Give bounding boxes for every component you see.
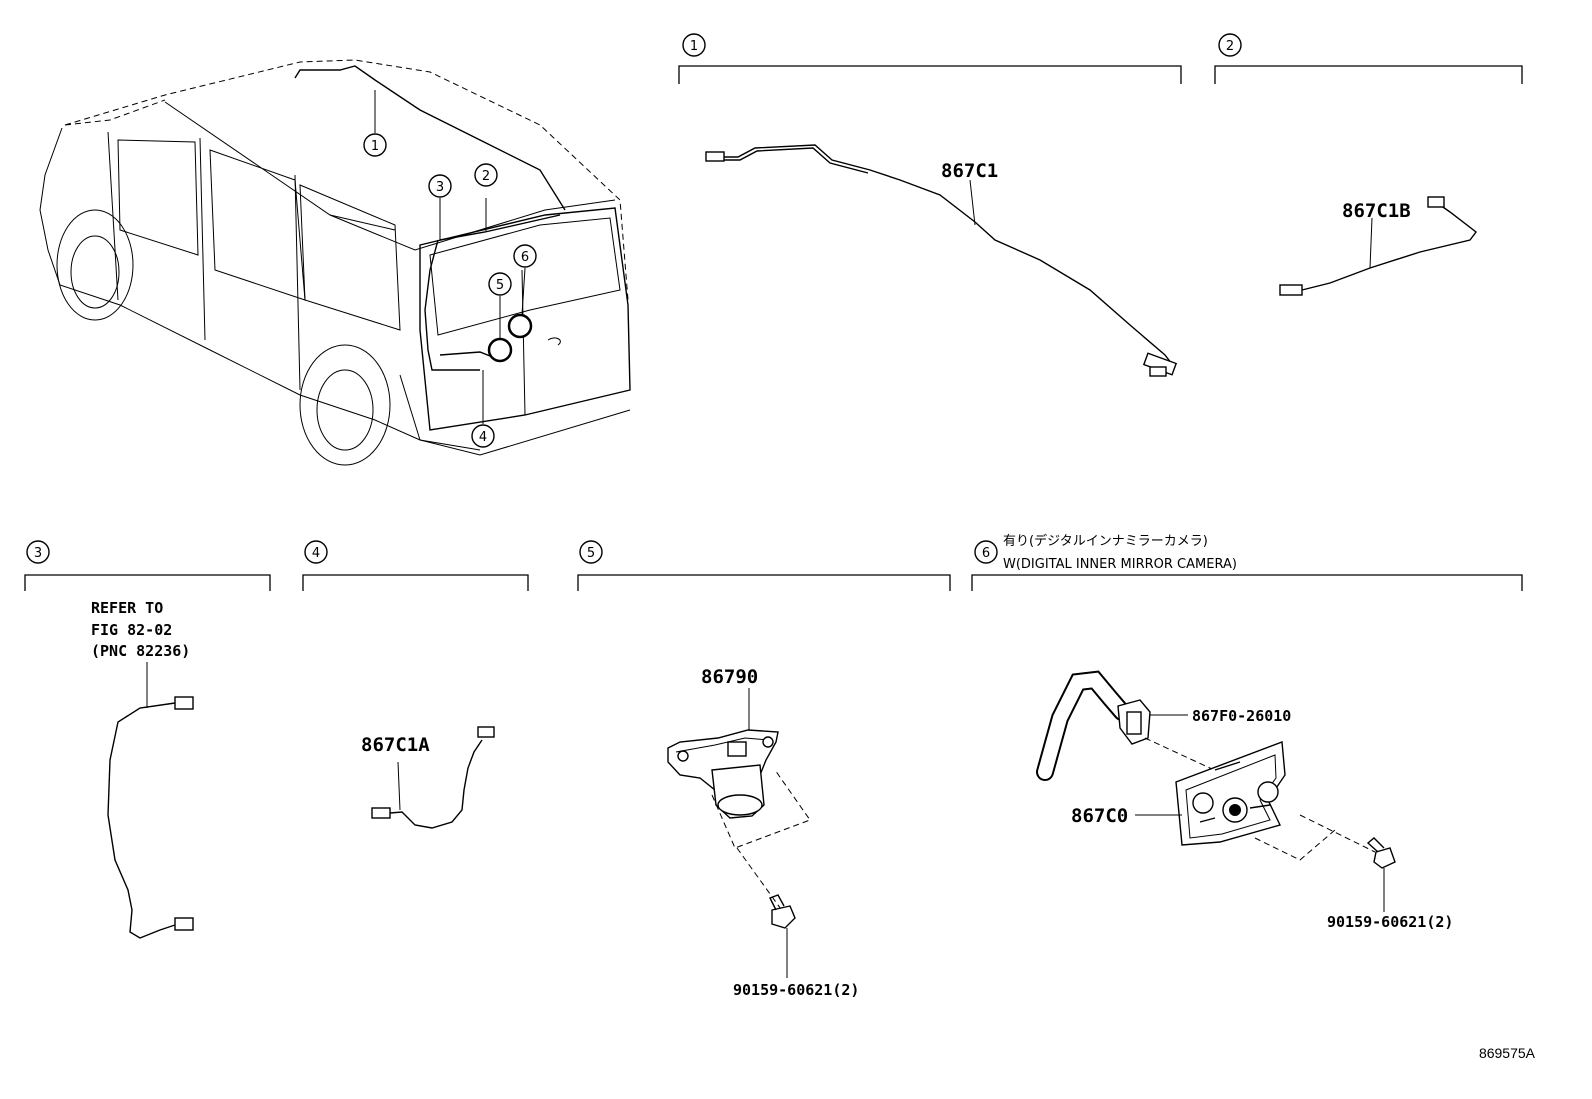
part-label-867c1a: 867C1A bbox=[361, 734, 430, 756]
section-1-number-circle bbox=[682, 33, 706, 57]
leader-867c1a bbox=[397, 761, 401, 811]
section-2-bracket bbox=[1214, 65, 1523, 84]
section-6-number: 6 bbox=[982, 546, 990, 561]
section-4: 4 867C1A bbox=[302, 540, 529, 829]
part-label-86790: 86790 bbox=[701, 666, 758, 688]
section-4-number: 4 bbox=[312, 546, 320, 561]
overview-callout-3: 3 bbox=[428, 174, 452, 198]
section-2-number: 2 bbox=[1226, 39, 1234, 54]
svg-text:6: 6 bbox=[521, 250, 529, 265]
section-3-number: 3 bbox=[34, 546, 42, 561]
section-6-bracket bbox=[971, 574, 1523, 591]
reference-line-3: (PNC 82236) bbox=[91, 642, 190, 660]
svg-text:5: 5 bbox=[496, 278, 504, 293]
section-5-number: 5 bbox=[587, 546, 595, 561]
wire-harness-section-3 bbox=[107, 696, 194, 939]
section-3-bracket bbox=[24, 574, 271, 591]
camera-bracket-867c0 bbox=[1175, 741, 1286, 846]
wire-harness-867c1b bbox=[1279, 196, 1477, 296]
section-3-number-circle bbox=[26, 540, 50, 564]
figure-id: 869575A bbox=[1479, 1045, 1536, 1061]
svg-text:3: 3 bbox=[436, 180, 444, 195]
overview-callout-6: 6 bbox=[513, 244, 537, 268]
section-6: 6 有り(デジタルインナミラーカメラ) W(DIGITAL INNER MIRR… bbox=[971, 533, 1523, 931]
rear-camera-assembly-86790 bbox=[667, 729, 779, 819]
leader-867c1 bbox=[969, 179, 976, 226]
leader-867c1b bbox=[1369, 217, 1373, 269]
overview-callout-4: 4 bbox=[471, 424, 495, 448]
svg-text:4: 4 bbox=[479, 430, 487, 445]
section-1-bracket bbox=[678, 65, 1182, 84]
section-5-number-circle bbox=[579, 540, 603, 564]
section-6-note-en: W(DIGITAL INNER MIRROR CAMERA) bbox=[1003, 557, 1237, 572]
reference-line-2: FIG 82-02 bbox=[91, 621, 172, 639]
overview-callout-1: 1 bbox=[363, 133, 387, 157]
wire-harness-867c1 bbox=[705, 144, 1178, 377]
section-1: 1 867C1 bbox=[678, 33, 1182, 377]
section-6-number-circle bbox=[974, 540, 998, 564]
camera-harness-867f0-26010 bbox=[1036, 670, 1151, 781]
svg-text:2: 2 bbox=[482, 169, 490, 184]
section-6-note-jp: 有り(デジタルインナミラーカメラ) bbox=[1003, 533, 1208, 549]
part-label-bolt-section-6: 90159-60621(2) bbox=[1327, 913, 1453, 931]
section-4-bracket bbox=[302, 574, 529, 591]
part-label-867c1: 867C1 bbox=[941, 160, 998, 182]
section-2-number-circle bbox=[1218, 33, 1242, 57]
bolt-90159-60621-section-5 bbox=[769, 894, 796, 929]
section-1-number: 1 bbox=[690, 39, 698, 54]
section-5: 5 86790 90159-60621(2) bbox=[577, 540, 951, 999]
wire-harness-867c1a bbox=[371, 726, 495, 829]
reference-line-1: REFER TO bbox=[91, 599, 163, 617]
part-label-867c1b: 867C1B bbox=[1342, 200, 1411, 222]
bolt-90159-60621-section-6 bbox=[1366, 837, 1396, 869]
section-5-bracket bbox=[577, 574, 951, 591]
part-label-867f0-26010: 867F0-26010 bbox=[1192, 707, 1291, 725]
overview-callout-5: 5 bbox=[488, 272, 512, 296]
section-4-number-circle bbox=[304, 540, 328, 564]
overview-callout-2: 2 bbox=[474, 163, 498, 187]
vehicle-overview: 1 2 3 4 5 6 bbox=[39, 59, 631, 466]
section-2: 2 867C1B bbox=[1214, 33, 1523, 296]
part-label-867c0: 867C0 bbox=[1071, 805, 1128, 827]
section-3: 3 REFER TO FIG 82-02 (PNC 82236) bbox=[24, 540, 271, 939]
svg-text:1: 1 bbox=[371, 139, 379, 154]
part-label-bolt-section-5: 90159-60621(2) bbox=[733, 981, 859, 999]
